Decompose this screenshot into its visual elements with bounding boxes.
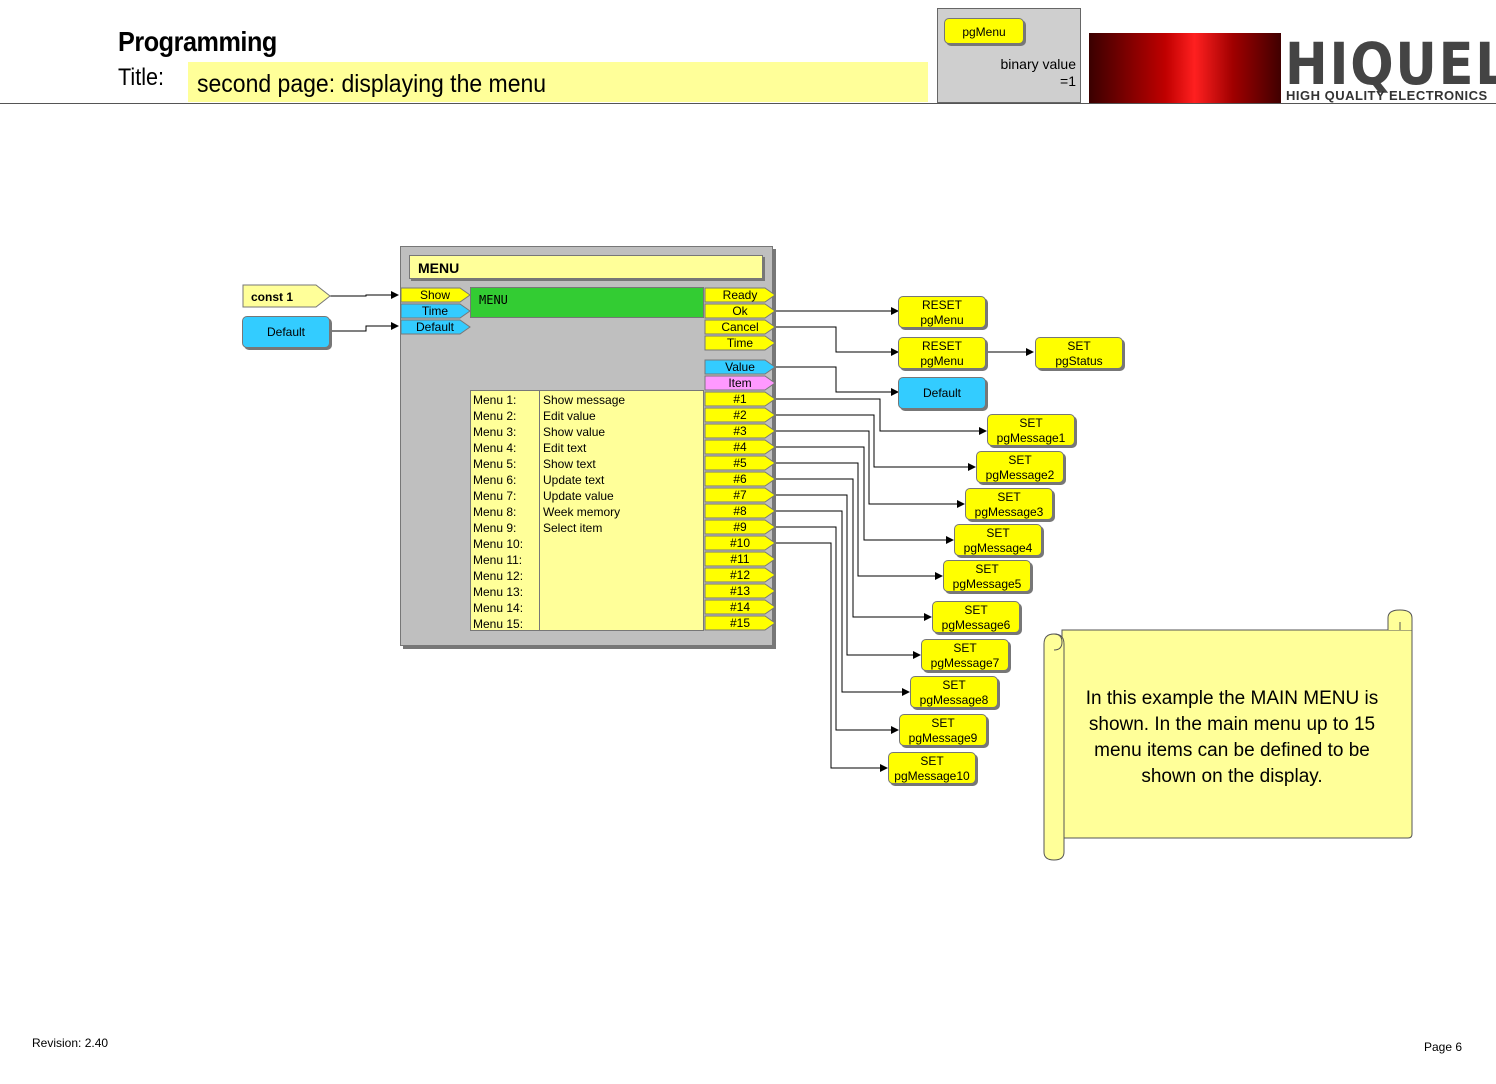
port-item-9[interactable]: #9 [733, 520, 747, 534]
menu-item-text: Update text [543, 473, 605, 487]
menu-display-text: MENU [479, 293, 508, 307]
menu-item-label: Menu 9: [473, 521, 517, 535]
subtitle-box [188, 62, 928, 102]
menu-item-label: Menu 13: [473, 585, 524, 599]
port-item-12[interactable]: #12 [729, 568, 751, 582]
menu-item-text: Week memory [543, 505, 621, 519]
port-item-5[interactable]: #5 [733, 456, 747, 470]
port-item-1[interactable]: #1 [733, 392, 747, 406]
default-input-button[interactable]: Default [242, 316, 330, 348]
note-text: In this example the MAIN MENU is shown. … [1085, 688, 1379, 787]
menu-item-text: Edit value [543, 409, 596, 423]
note-scroll [1043, 609, 1413, 861]
port-item-13[interactable]: #13 [729, 584, 751, 598]
menu-block-title: MENU [418, 260, 460, 276]
port-item-3[interactable]: #3 [733, 424, 747, 438]
menu-item-label: Menu 14: [473, 601, 524, 615]
page-title: Programming [118, 26, 277, 57]
logo: HIQUEL [1285, 30, 1496, 98]
logo-image [1089, 33, 1281, 103]
menu-block-header [409, 255, 763, 279]
menu-item-label: Menu 10: [473, 537, 524, 551]
variable-line1: binary value [1000, 56, 1077, 72]
menu-items-table [470, 390, 704, 631]
menu-table-separator [539, 390, 540, 631]
menu-item-label: Menu 5: [473, 457, 517, 471]
const-input[interactable]: const 1 [251, 290, 294, 304]
port-default[interactable]: Default [415, 320, 455, 334]
output-port-flags [704, 287, 776, 631]
page-number: Page 6 [1424, 1040, 1463, 1054]
port-ready[interactable]: Ready [722, 288, 758, 302]
menu-item-label: Menu 7: [473, 489, 517, 503]
action-default[interactable]: Default [898, 377, 986, 409]
menu-item-text: Show message [543, 393, 626, 407]
port-ok[interactable]: Ok [732, 304, 748, 318]
menu-item-label: Menu 2: [473, 409, 517, 423]
menu-item-label: Menu 15: [473, 617, 524, 631]
menu-item-text: Edit text [543, 441, 587, 455]
port-cancel[interactable]: Cancel [721, 320, 759, 334]
title-label: Title: [118, 64, 165, 91]
subtitle-text: second page: displaying the menu [197, 70, 547, 98]
menu-item-label: Menu 1: [473, 393, 517, 407]
menu-item-label: Menu 11: [473, 553, 523, 567]
revision-label: Revision: 2.40 [32, 1036, 109, 1050]
menu-item-label: Menu 4: [473, 441, 517, 455]
variable-line2: =1 [1060, 73, 1076, 89]
menu-item-text: Show value [543, 425, 606, 439]
port-item-15[interactable]: #15 [729, 616, 751, 630]
port-item-10[interactable]: #10 [729, 536, 751, 550]
header-divider [0, 103, 1496, 104]
port-item[interactable]: Item [728, 376, 752, 390]
logo-tagline: HIGH QUALITY ELECTRONICS [1286, 88, 1488, 103]
port-item-6[interactable]: #6 [733, 472, 747, 486]
menu-item-label: Menu 6: [473, 473, 517, 487]
port-show[interactable]: Show [419, 288, 451, 302]
menu-display [470, 287, 704, 318]
port-item-14[interactable]: #14 [729, 600, 751, 614]
input-port-flags [400, 287, 471, 335]
port-item-11[interactable]: #11 [730, 552, 750, 566]
menu-item-label: Menu 8: [473, 505, 517, 519]
port-item-4[interactable]: #4 [733, 440, 747, 454]
port-item-7[interactable]: #7 [733, 488, 747, 502]
menu-item-label: Menu 12: [473, 569, 524, 583]
const-input-shape [242, 284, 331, 308]
menu-item-text: Select item [543, 521, 603, 535]
variable-value: binary value =1 [950, 56, 1077, 90]
port-value[interactable]: Value [725, 360, 755, 374]
variable-button[interactable]: pgMenu [944, 18, 1024, 44]
menu-item-text: Update value [543, 489, 614, 503]
port-item-2[interactable]: #2 [733, 408, 747, 422]
port-item-8[interactable]: #8 [733, 504, 747, 518]
port-time-in[interactable]: Time [421, 304, 449, 318]
port-time-out[interactable]: Time [726, 336, 754, 350]
menu-item-text: Show text [543, 457, 596, 471]
menu-item-label: Menu 3: [473, 425, 517, 439]
